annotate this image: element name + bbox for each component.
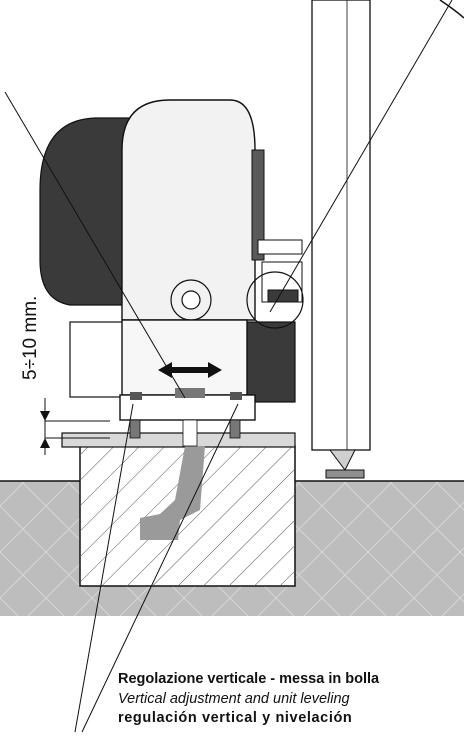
caption-spanish: regulación vertical y nivelación [118,710,353,726]
pointer-lines [4,0,453,733]
gate-post [311,0,464,479]
caption-italian: Regolazione verticale - messa in bolla [118,671,380,687]
caption-english: Vertical adjustment and unit leveling [118,691,350,707]
dimension-marker [40,398,110,455]
motor-unit [39,99,304,447]
concrete-foundation [61,432,296,587]
dimension-label: 5÷10 mm. [20,295,41,380]
